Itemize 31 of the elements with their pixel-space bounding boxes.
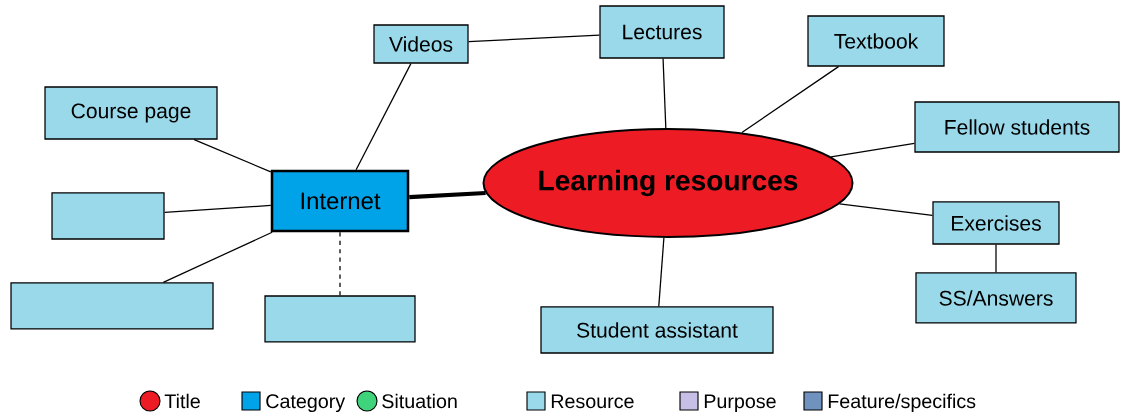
legend-label: Situation [382,393,457,409]
resource-box: Course page [44,86,218,140]
connector [995,244,997,273]
connector [162,231,273,283]
box [51,192,165,240]
connector [658,237,665,307]
legend-label: Purpose [704,394,776,413]
resource-box: Textbook [807,15,945,67]
legend-label: Resource [551,394,634,409]
resource-box: Videos [373,24,469,64]
resource-box: Lectures [599,5,725,59]
connector [355,63,412,171]
legend-label: Category [266,394,346,413]
connector [164,204,272,213]
connector [662,58,667,129]
box [264,295,416,343]
box [10,282,214,330]
connector [838,203,933,216]
category-box: Internet [270,169,410,233]
connector [339,231,341,296]
connector [830,142,915,158]
resource-box: Fellow students [914,101,1120,153]
legend-label: Title [164,393,200,409]
resource-box: SS/Answers [915,272,1077,324]
resource-box: Exercises [932,201,1060,245]
connector [409,190,486,200]
connector [741,66,840,134]
legend-label: Feature/specifics [828,393,976,413]
resource-box: Student assistant [540,306,774,354]
connector [193,139,272,173]
connector [468,34,600,43]
